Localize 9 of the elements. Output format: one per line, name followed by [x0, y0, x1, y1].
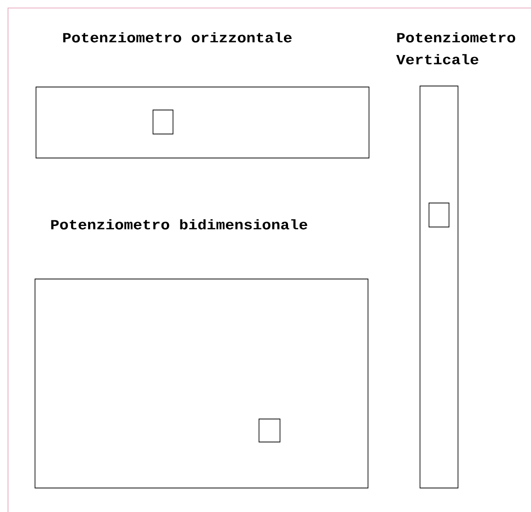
slider-knob — [428, 202, 450, 228]
slider-knob — [152, 110, 174, 134]
node-label: Potenziometro Verticale — [396, 32, 516, 64]
slider-track: Potenziometro Verticale — [396, 32, 516, 488]
node-label: Potenziometro orizzontale — [63, 32, 292, 42]
slider-track: Potenziometro bidimensionale — [34, 219, 368, 488]
node-label: Potenziometro bidimensionale — [51, 219, 308, 230]
slider-knob — [258, 418, 280, 442]
slider-track: Potenziometro orizzontale — [36, 32, 370, 158]
